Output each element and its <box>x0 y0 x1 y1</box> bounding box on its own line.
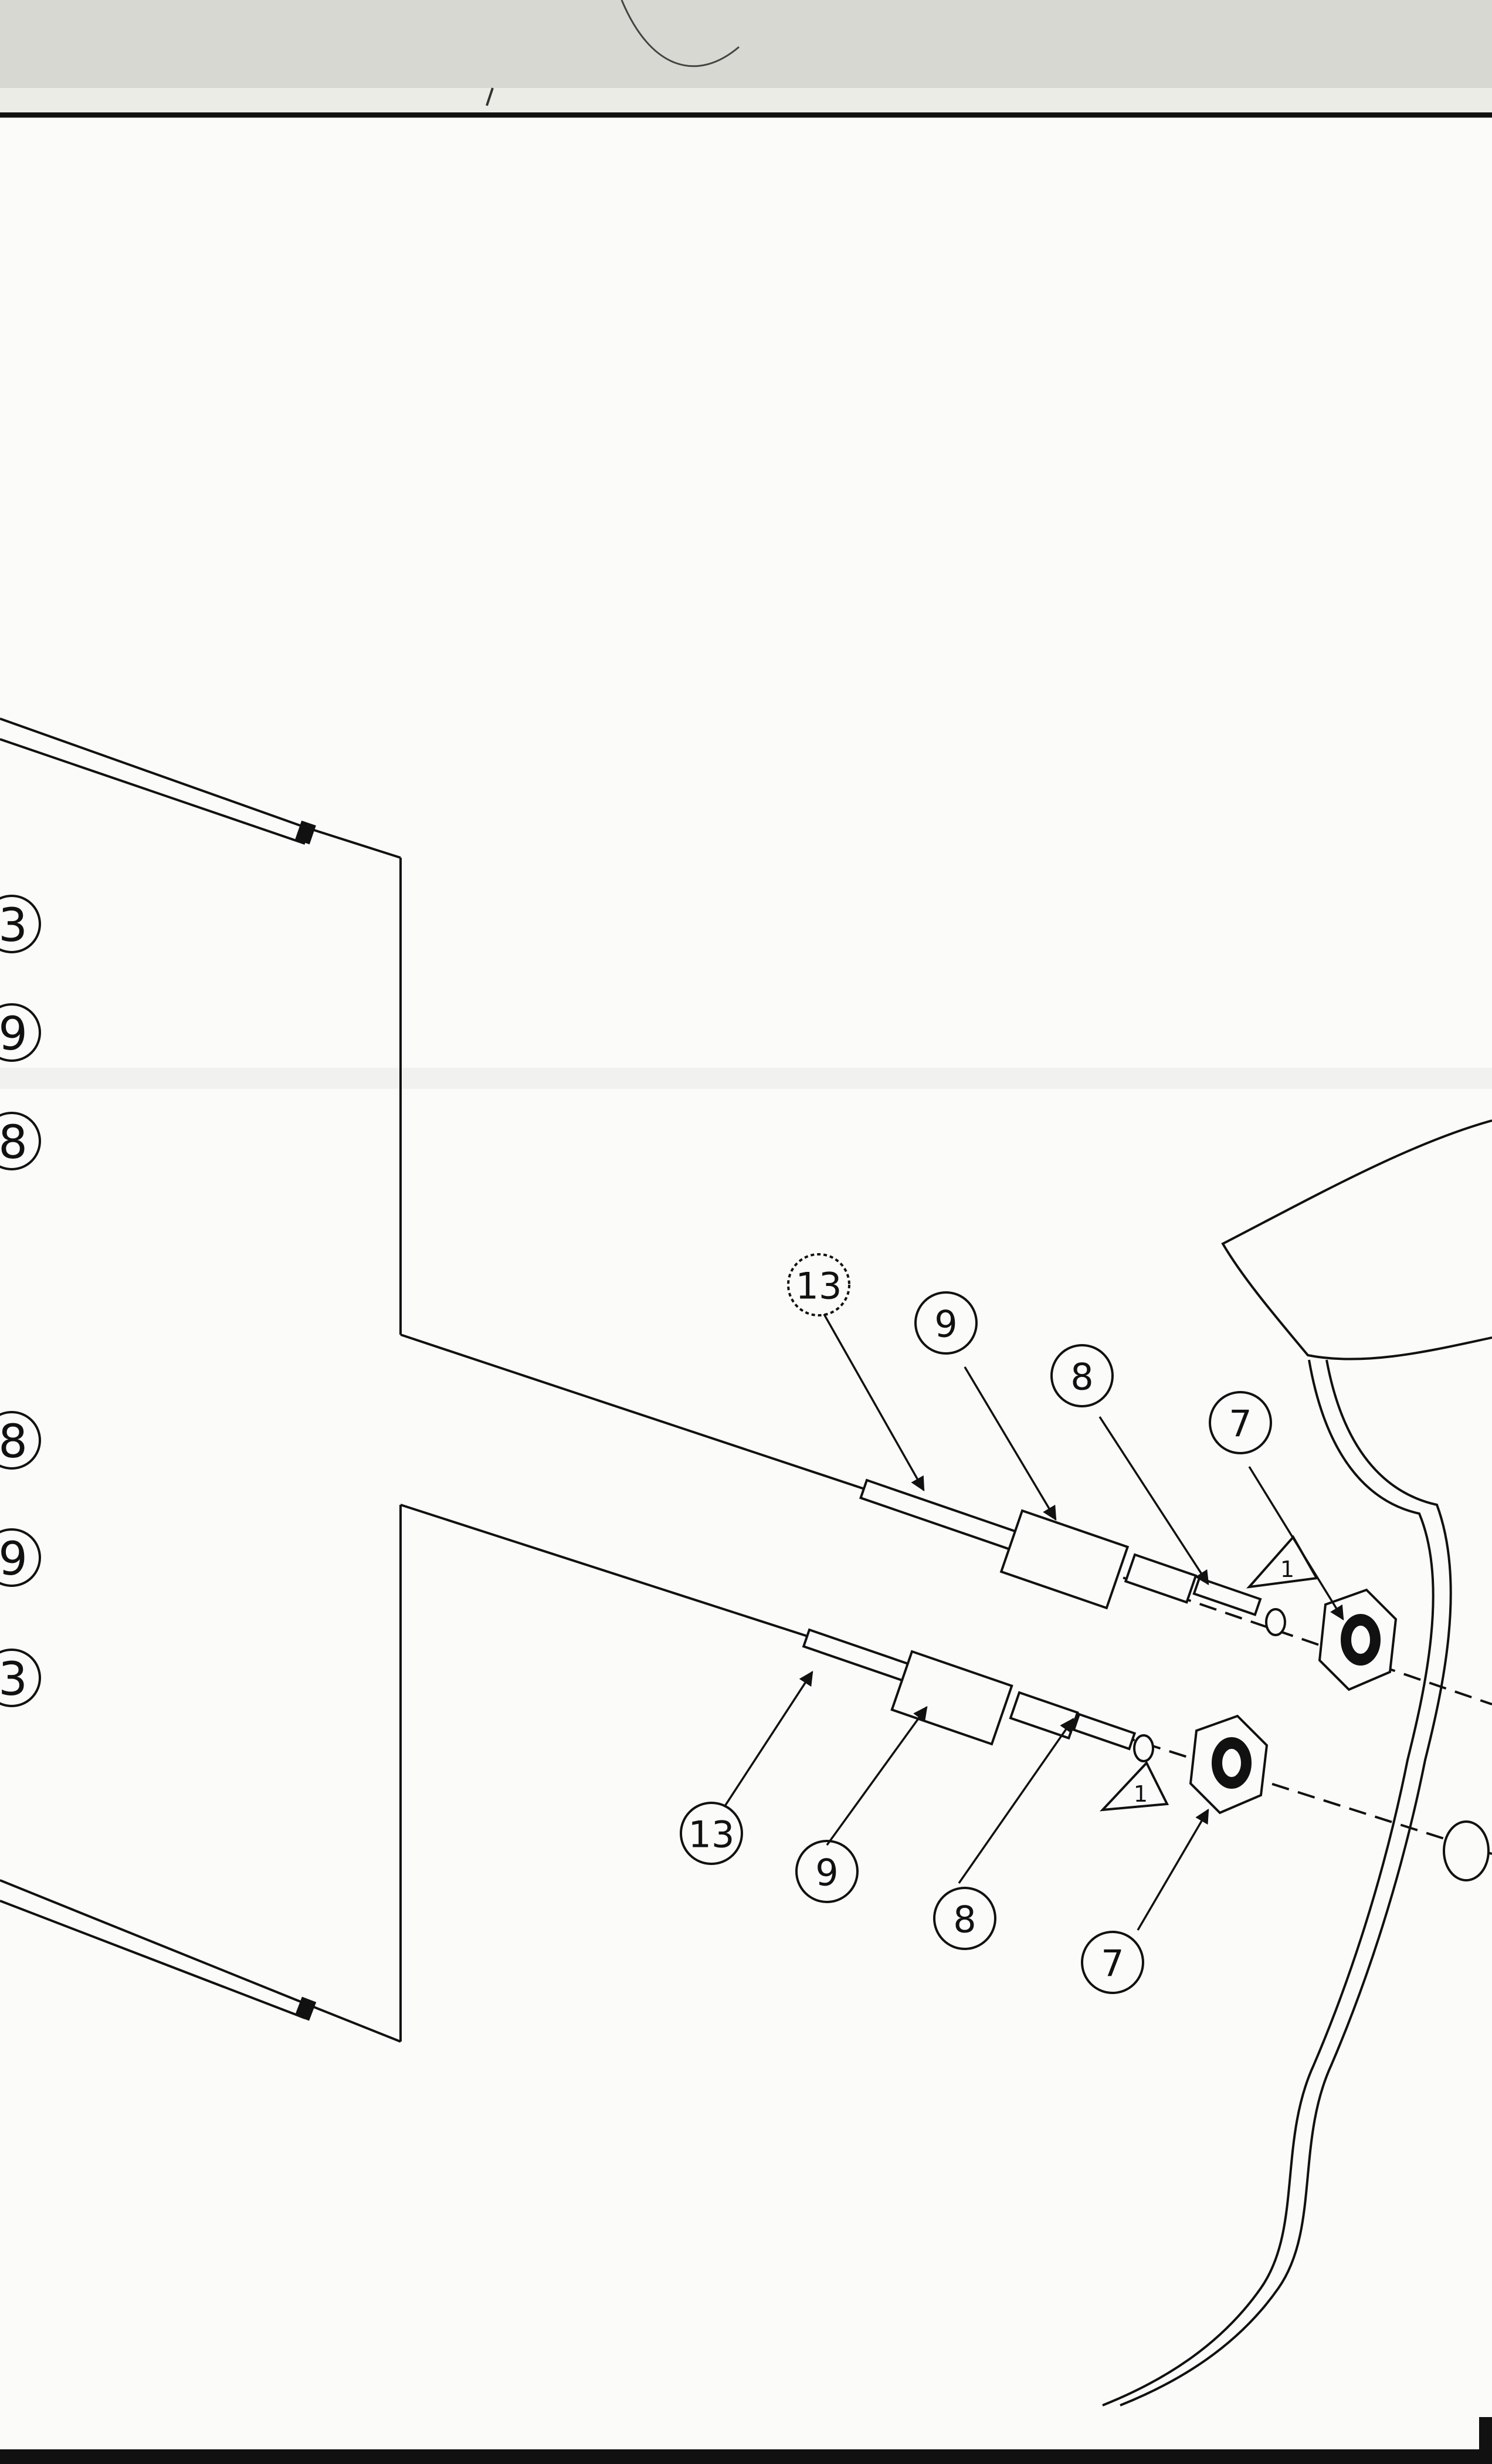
scan-noise-band <box>0 1068 1492 1089</box>
left-callout-6: 3 <box>0 1653 28 1706</box>
triangle-mark-upper-label: 1 <box>1280 1556 1294 1582</box>
left-callout-2: 9 <box>0 1008 28 1061</box>
top-border-band <box>0 0 1492 118</box>
left-callout-4: 8 <box>0 1416 28 1468</box>
triangle-mark-lower <box>1099 1761 1169 1812</box>
tube-end-upper <box>295 820 316 845</box>
left-edge-callouts: 3 9 8 8 9 3 <box>0 895 41 1707</box>
bottom-border <box>0 2417 1492 2464</box>
airframe-outline <box>1102 1119 1492 2407</box>
left-callout-5: 9 <box>0 1533 28 1586</box>
left-callout-3: 8 <box>0 1116 28 1169</box>
callout-lower-3: 8 <box>953 1898 976 1941</box>
tube-end-lower <box>294 1996 317 2021</box>
callout-lower-2: 9 <box>815 1852 838 1894</box>
callouts-upper: 13 9 8 7 <box>787 1253 1272 1454</box>
callout-upper-4: 7 <box>1229 1403 1252 1446</box>
left-callout-1: 3 <box>0 899 28 952</box>
callout-upper-1: 13 <box>796 1265 842 1308</box>
callout-lower-4: 7 <box>1101 1942 1124 1985</box>
triangle-marks: 1 1 <box>1099 1535 1319 1812</box>
triangle-mark-lower-label: 1 <box>1134 1781 1148 1807</box>
callouts-lower: 13 9 8 7 <box>680 1802 1144 1994</box>
upper-fitting-assembly <box>859 1478 1492 1705</box>
callout-lower-1: 13 <box>689 1813 735 1856</box>
callout-upper-2: 9 <box>934 1303 957 1346</box>
leader-lines <box>723 1314 1344 1931</box>
tube-frame <box>0 717 869 2043</box>
callout-upper-3: 8 <box>1070 1356 1093 1399</box>
lower-fitting-assembly <box>802 1628 1492 1881</box>
